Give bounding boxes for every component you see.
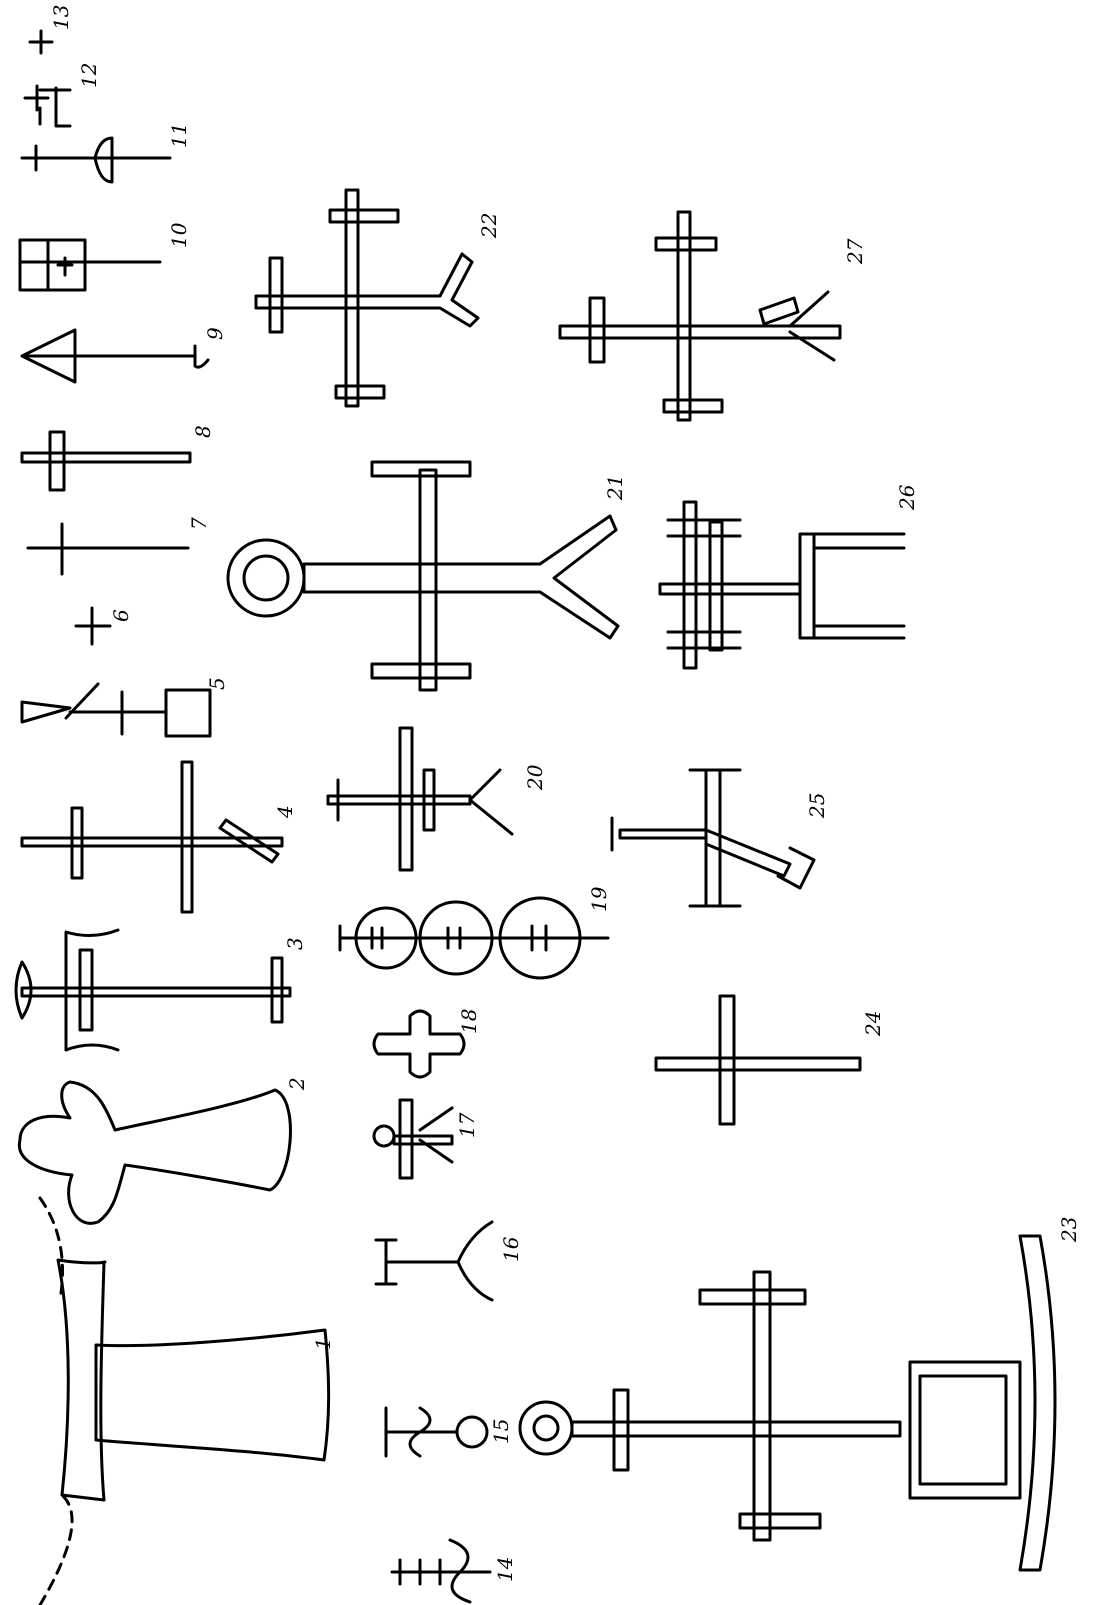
figure-number-6: 6 <box>109 609 133 622</box>
figure-27 <box>560 212 840 420</box>
figure-number-21: 21 <box>603 475 627 501</box>
figure-numbers: 1 2 3 4 5 6 7 8 9 10 11 12 13 14 15 16 1… <box>49 5 1081 1582</box>
figure-number-15: 15 <box>489 1419 513 1444</box>
figure-number-24: 24 <box>861 1011 885 1037</box>
figure-number-18: 18 <box>457 1009 481 1034</box>
figure-9 <box>22 330 208 382</box>
figure-3 <box>16 930 290 1050</box>
figure-number-5: 5 <box>205 677 229 690</box>
figure-number-12: 12 <box>77 63 101 88</box>
figure-number-19: 19 <box>587 886 611 912</box>
figure-18 <box>374 1011 464 1077</box>
figure-number-8: 8 <box>191 425 215 438</box>
figure-17 <box>374 1100 452 1178</box>
figure-16 <box>376 1222 492 1300</box>
figure-10 <box>20 240 160 290</box>
figure-number-22: 22 <box>477 213 501 239</box>
figure-number-27: 27 <box>843 238 867 265</box>
figure-number-17: 17 <box>455 1112 479 1138</box>
figure-number-7: 7 <box>187 517 211 530</box>
figure-4 <box>22 762 282 912</box>
figure-5 <box>22 684 210 736</box>
figure-12 <box>25 86 70 126</box>
figure-number-10: 10 <box>167 222 191 248</box>
figure-6 <box>76 608 110 644</box>
figure-number-20: 20 <box>523 764 547 791</box>
figure-number-23: 23 <box>1057 1217 1081 1243</box>
figure-24 <box>656 996 860 1124</box>
figure-number-3: 3 <box>283 937 307 950</box>
figure-number-25: 25 <box>805 793 829 819</box>
figure-1 <box>40 1198 329 1605</box>
figure-number-11: 11 <box>167 123 191 148</box>
figure-26 <box>660 502 904 668</box>
figure-number-9: 9 <box>203 327 227 340</box>
figure-number-14: 14 <box>493 1557 517 1582</box>
figure-22 <box>256 190 478 406</box>
figure-13 <box>30 31 52 53</box>
figure-7 <box>28 524 188 574</box>
figure-19 <box>340 898 608 978</box>
figure-number-2: 2 <box>285 1077 309 1091</box>
figure-number-1: 1 <box>311 1337 335 1350</box>
figure-number-16: 16 <box>499 1236 523 1262</box>
figure-number-13: 13 <box>49 5 73 30</box>
figure-2 <box>19 1082 290 1223</box>
figure-number-4: 4 <box>273 805 297 819</box>
figure-25 <box>612 770 814 906</box>
figure-23 <box>520 1236 1055 1570</box>
figure-number-26: 26 <box>895 484 919 511</box>
figure-20 <box>328 728 512 870</box>
figure-14 <box>392 1540 490 1602</box>
figure-15 <box>386 1408 487 1456</box>
figure-21 <box>228 462 618 690</box>
figure-8 <box>22 432 190 490</box>
figure-11 <box>22 138 170 182</box>
